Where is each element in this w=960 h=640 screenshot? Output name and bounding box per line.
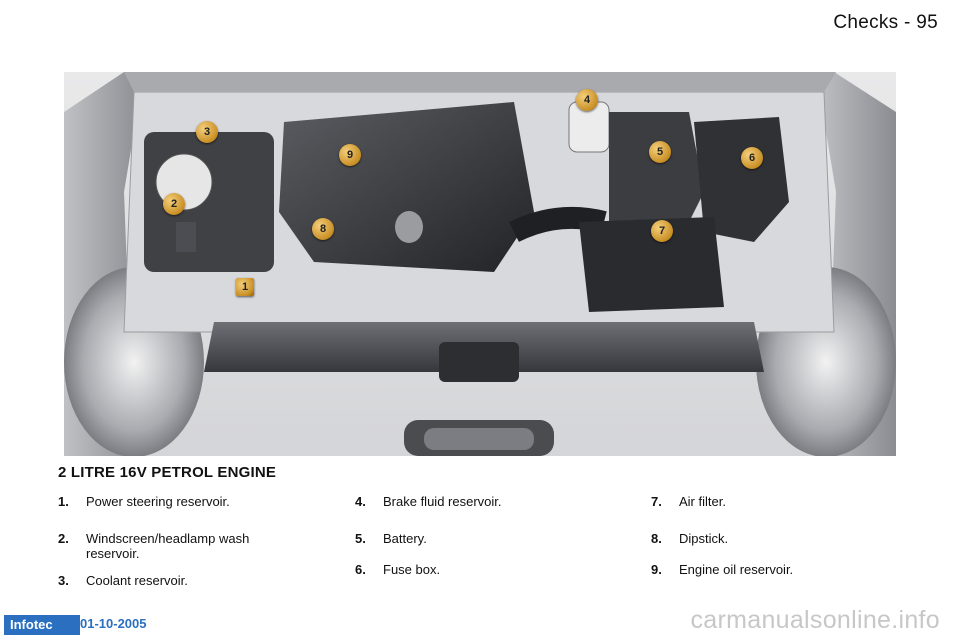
legend-number: 7. — [651, 494, 662, 509]
legend-text: Battery. — [383, 531, 427, 546]
legend-text: Fuse box. — [383, 562, 441, 577]
callout-marker: 6 — [741, 147, 763, 169]
legend-text: Windscreen/headlamp wash reservoir. — [86, 531, 250, 561]
callout-marker: 1 — [236, 278, 254, 296]
watermark: carmanualsonline.info — [690, 606, 940, 634]
callout-marker: 8 — [312, 218, 334, 240]
air-filter — [579, 217, 724, 312]
legend-number: 5. — [355, 531, 366, 546]
callout-marker: 2 — [163, 193, 185, 215]
legend-text: Coolant reservoir. — [86, 573, 188, 588]
engine-bay-drawing — [64, 72, 896, 456]
legend-number: 2. — [58, 531, 69, 546]
legend-number: 4. — [355, 494, 366, 509]
section-title: 2 LITRE 16V PETROL ENGINE — [58, 464, 277, 481]
legend-number: 6. — [355, 562, 366, 577]
page-header: Checks - 95 — [833, 12, 938, 33]
engine-bay-illustration: 1 2 3 4 5 6 7 8 9 — [64, 72, 896, 456]
battery — [609, 112, 704, 232]
legend-number: 8. — [651, 531, 662, 546]
legend-number: 1. — [58, 494, 69, 509]
fuse-box — [694, 117, 789, 242]
legend-text: Air filter. — [679, 494, 726, 509]
callout-marker: 5 — [649, 141, 671, 163]
legend-text: Engine oil reservoir. — [679, 562, 794, 577]
legend-number: 3. — [58, 573, 69, 588]
publisher-logo: Infotec — [4, 615, 80, 635]
legend-text: Power steering reservoir. — [86, 494, 230, 509]
callout-marker: 7 — [651, 220, 673, 242]
legend-text: Dipstick. — [679, 531, 729, 546]
callout-marker: 4 — [576, 89, 598, 111]
print-date: 01-10-2005 — [80, 616, 147, 631]
engine-cover — [279, 102, 534, 272]
callout-marker: 9 — [339, 144, 361, 166]
callout-marker: 3 — [196, 121, 218, 143]
legend-number: 9. — [651, 562, 662, 577]
legend-text: Brake fluid reservoir. — [383, 494, 502, 509]
